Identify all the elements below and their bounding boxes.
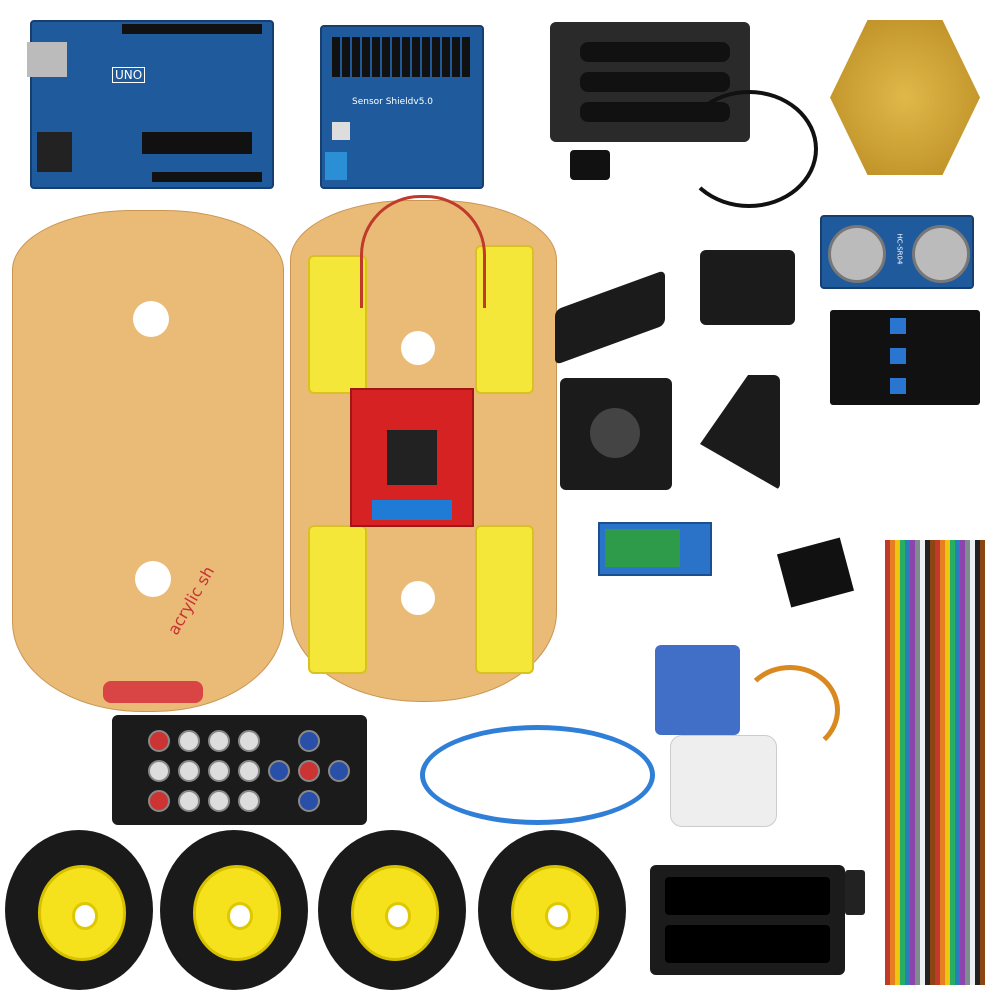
remote-key (178, 760, 200, 782)
remote-key (178, 730, 200, 752)
remote-key (178, 790, 200, 812)
battery-holder (650, 865, 845, 975)
ultrasonic-sensor: HC-SR04 (820, 215, 974, 289)
battery-slot (580, 72, 730, 92)
sensor-shield-label: Sensor Shieldv5.0 (352, 97, 434, 107)
remote-key (208, 790, 230, 812)
transducer (828, 225, 886, 283)
power-plug (570, 150, 610, 180)
remote-key (208, 730, 230, 752)
chassis-plate-bottom: acrylic sh (12, 210, 284, 712)
plate-hole (401, 581, 435, 615)
gear-motor (475, 525, 534, 674)
gear-motor (475, 245, 534, 394)
heatsink (387, 430, 437, 485)
red-film (103, 681, 203, 703)
acrylic-label: acrylic sh (163, 562, 219, 639)
bluetooth-module (598, 522, 712, 576)
shield-headers (332, 37, 472, 77)
wheel (318, 830, 466, 990)
remote-key (238, 790, 260, 812)
screws-hex-box (830, 20, 980, 175)
remote-key (148, 760, 170, 782)
gear-motor (308, 525, 367, 674)
sensor-shield-board: Sensor Shieldv5.0 (320, 25, 484, 189)
arduino-uno-board: UNO (27, 20, 274, 189)
uno-label: UNO (112, 67, 146, 83)
ir-receiver-module (776, 537, 855, 608)
servo-motor (655, 645, 740, 735)
remote-dpad-key (298, 790, 320, 812)
servo-bracket-part (555, 269, 665, 366)
bracket-hole (590, 408, 640, 458)
remote-key (148, 730, 170, 752)
potentiometer (890, 348, 906, 364)
screw-terminal (325, 152, 347, 180)
remote-dpad-key (298, 760, 320, 782)
red-black-wires (360, 195, 486, 308)
jumper-wires (885, 540, 985, 985)
remote-dpad-key (268, 760, 290, 782)
plate-hole (401, 331, 435, 365)
ir-remote (112, 715, 367, 825)
battery-bay (665, 925, 830, 963)
ultrasonic-label: HC-SR04 (895, 233, 904, 265)
gear-motor (308, 255, 367, 394)
plate-hole (133, 301, 169, 337)
dc-plug (845, 870, 865, 915)
usb-cable (420, 725, 655, 825)
wheel (5, 830, 153, 990)
transducer (912, 225, 970, 283)
power-jack (37, 132, 72, 172)
battery-slot (580, 42, 730, 62)
servo-bracket-part (560, 378, 672, 490)
plate-hole (135, 561, 171, 597)
potentiometer (890, 318, 906, 334)
servo-bracket-part (700, 250, 795, 325)
battery-charger (550, 22, 750, 142)
motor-driver-board (350, 388, 474, 527)
line-tracking-module (830, 310, 980, 405)
microcontroller-chip (142, 132, 252, 154)
reset-button (332, 122, 350, 140)
terminal-block (372, 500, 452, 520)
bluetooth-chip (605, 529, 680, 567)
charger-cable (680, 90, 818, 208)
remote-key (148, 790, 170, 812)
servo-bracket-part (700, 375, 780, 490)
header-top (122, 24, 262, 34)
remote-dpad-key (298, 730, 320, 752)
servo-cable (740, 665, 840, 755)
remote-key (208, 760, 230, 782)
potentiometer (890, 378, 906, 394)
servo-horn (670, 735, 777, 827)
usb-port (27, 42, 67, 77)
battery-bay (665, 877, 830, 915)
remote-key (238, 730, 260, 752)
wheel (160, 830, 308, 990)
wheel (478, 830, 626, 990)
remote-key (238, 760, 260, 782)
remote-dpad-key (328, 760, 350, 782)
header-bottom (152, 172, 262, 182)
